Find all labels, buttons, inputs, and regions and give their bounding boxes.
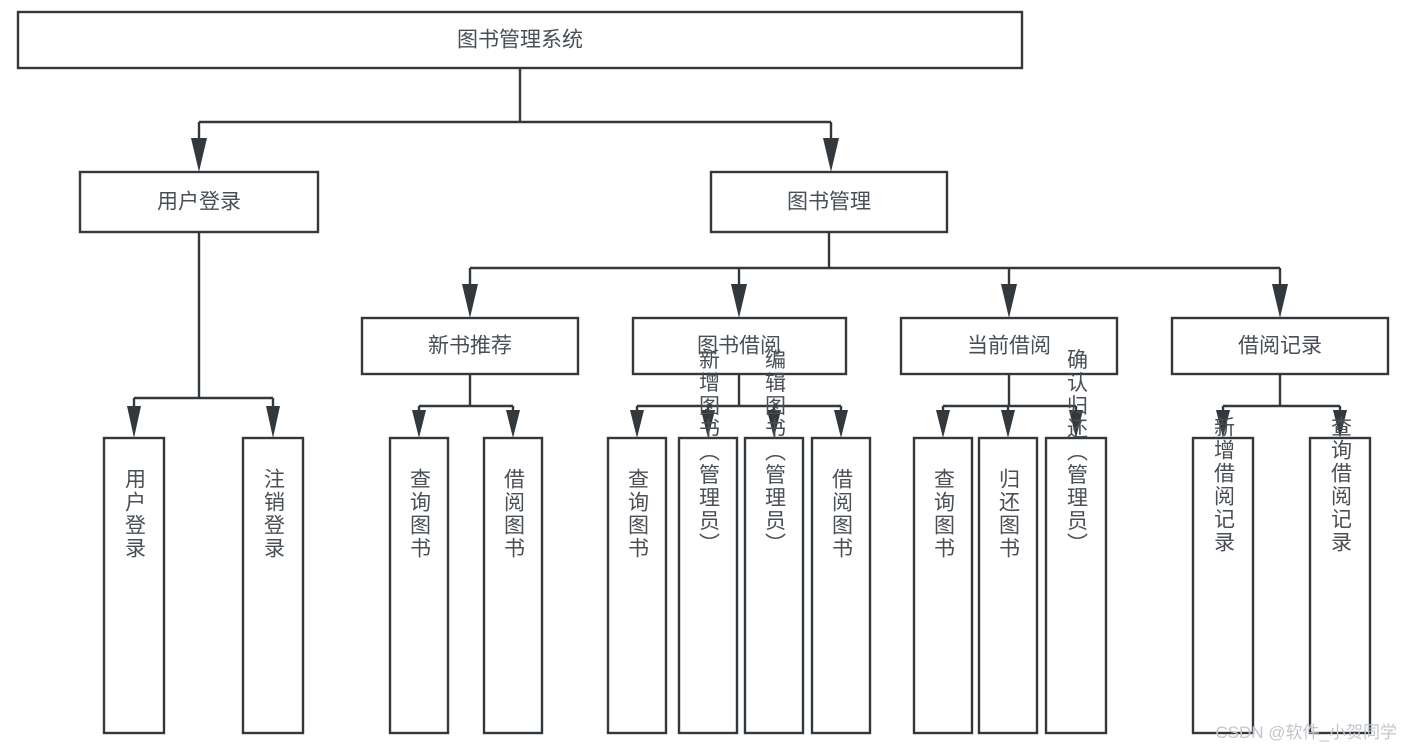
node-borrow-record-label: 借阅记录 <box>1238 335 1322 358</box>
node-new-book-recommend[interactable]: 新书推荐 <box>360 316 580 376</box>
arrowhead-new-book-recommend <box>462 284 478 318</box>
node-root[interactable]: 图书管理系统 <box>16 10 1024 70</box>
arrowhead-leaf-borrow-book <box>834 410 848 438</box>
connector-layer <box>127 68 1347 438</box>
node-book-manage-box[interactable] <box>709 170 949 234</box>
leaf-confirm-return-admin[interactable]: 确认归还（管理员） <box>1044 349 1108 735</box>
leaf-query-book-current[interactable]: 查询图书 <box>912 436 974 735</box>
node-current-borrow-label: 当前借阅 <box>967 335 1051 358</box>
leaf-confirm-return-admin-label: 确认归还（管理员） <box>1065 349 1089 556</box>
leaf-edit-book-admin-box[interactable] <box>743 436 805 735</box>
leaf-borrow-book[interactable]: 借阅图书 <box>810 436 872 735</box>
leaf-query-borrow-record[interactable]: 查询借阅记录 <box>1308 416 1372 735</box>
node-user-login-label: 用户登录 <box>157 191 241 214</box>
leaf-query-book-rec-label: 查询图书 <box>408 468 432 560</box>
arrowhead-current-borrow <box>1001 284 1017 318</box>
leaf-edit-book-admin-label: 编辑图书（管理员） <box>763 349 787 556</box>
arrowhead-leaf-user-logout <box>266 406 280 438</box>
node-book-borrow-box[interactable] <box>631 316 848 376</box>
arrowhead-book-borrow <box>731 284 747 318</box>
arrowhead-user-login <box>191 138 207 172</box>
leaf-query-book-borrow-box[interactable] <box>606 436 668 735</box>
leaf-query-book-current-box[interactable] <box>912 436 974 735</box>
node-book-borrow-label: 图书借阅 <box>697 335 781 358</box>
leaf-query-book-rec-box[interactable] <box>388 436 450 735</box>
node-new-book-recommend-label: 新书推荐 <box>428 335 512 358</box>
node-borrow-record-box[interactable] <box>1170 316 1390 376</box>
leaf-borrow-book-box[interactable] <box>810 436 872 735</box>
node-root-label: 图书管理系统 <box>457 29 583 52</box>
arrowhead-leaf-user-login <box>127 406 141 438</box>
leaf-return-book-box[interactable] <box>977 436 1039 735</box>
leaf-borrow-book-label: 借阅图书 <box>830 468 854 560</box>
leaf-query-book-borrow[interactable]: 查询图书 <box>606 436 668 735</box>
arrowhead-leaf-query-book-current <box>936 410 950 438</box>
arrowhead-leaf-query-borrow-record <box>1333 410 1347 438</box>
node-borrow-record[interactable]: 借阅记录 <box>1170 316 1390 376</box>
leaf-add-borrow-record[interactable]: 新增借阅记录 <box>1191 416 1255 735</box>
node-book-manage[interactable]: 图书管理 <box>709 170 949 234</box>
leaf-borrow-book-rec-label: 借阅图书 <box>502 468 526 560</box>
leaf-query-borrow-record-box[interactable] <box>1308 436 1372 735</box>
leaf-borrow-book-rec-box[interactable] <box>482 436 544 735</box>
leaf-return-book-label: 归还图书 <box>997 468 1021 560</box>
leaf-query-book-rec[interactable]: 查询图书 <box>388 436 450 735</box>
node-current-borrow[interactable]: 当前借阅 <box>899 316 1119 376</box>
node-user-login-box[interactable] <box>78 170 320 234</box>
leaf-user-login-label: 用户登录 <box>123 468 147 560</box>
leaf-user-logout-box[interactable] <box>241 436 305 735</box>
node-user-login[interactable]: 用户登录 <box>78 170 320 234</box>
leaf-confirm-return-admin-box[interactable] <box>1044 436 1108 735</box>
leaf-user-logout[interactable]: 注销登录 <box>241 436 305 735</box>
arrowhead-book-manage <box>823 138 839 172</box>
node-current-borrow-box[interactable] <box>899 316 1119 376</box>
leaf-user-login-box[interactable] <box>102 436 166 735</box>
node-root-box[interactable] <box>16 10 1024 70</box>
arrowhead-leaf-add-book-admin <box>701 410 715 438</box>
leaf-borrow-book-rec[interactable]: 借阅图书 <box>482 436 544 735</box>
leaf-edit-book-admin[interactable]: 编辑图书（管理员） <box>743 349 805 735</box>
arrowhead-leaf-edit-book-admin <box>767 410 781 438</box>
csdn-watermark: CSDN @软件_小贺同学 <box>1215 723 1397 742</box>
leaf-return-book[interactable]: 归还图书 <box>977 436 1039 735</box>
leaf-add-borrow-record-box[interactable] <box>1191 436 1255 735</box>
leaf-user-login[interactable]: 用户登录 <box>102 436 166 735</box>
leaf-query-borrow-record-label: 查询借阅记录 <box>1329 416 1353 554</box>
leaf-add-book-admin[interactable]: 新增图书（管理员） <box>677 349 739 735</box>
arrowhead-leaf-query-book-rec <box>412 410 426 438</box>
node-book-borrow[interactable]: 图书借阅 <box>631 316 848 376</box>
arrowhead-borrow-record <box>1272 284 1288 318</box>
leaf-query-book-borrow-label: 查询图书 <box>626 468 650 560</box>
arrowhead-leaf-query-book-borrow <box>630 410 644 438</box>
leaf-add-book-admin-label: 新增图书（管理员） <box>697 349 721 556</box>
arrowhead-leaf-borrow-book-rec <box>506 410 520 438</box>
leaf-add-book-admin-box[interactable] <box>677 436 739 735</box>
node-book-manage-label: 图书管理 <box>787 191 871 214</box>
arrowhead-leaf-return-book <box>1001 410 1015 438</box>
arrowhead-leaf-confirm-return-admin <box>1069 410 1083 438</box>
node-new-book-recommend-box[interactable] <box>360 316 580 376</box>
arrowhead-leaf-add-borrow-record <box>1216 410 1230 438</box>
leaf-add-borrow-record-label: 新增借阅记录 <box>1212 416 1236 554</box>
leaf-query-book-current-label: 查询图书 <box>932 468 956 560</box>
leaf-user-logout-label: 注销登录 <box>262 468 286 560</box>
